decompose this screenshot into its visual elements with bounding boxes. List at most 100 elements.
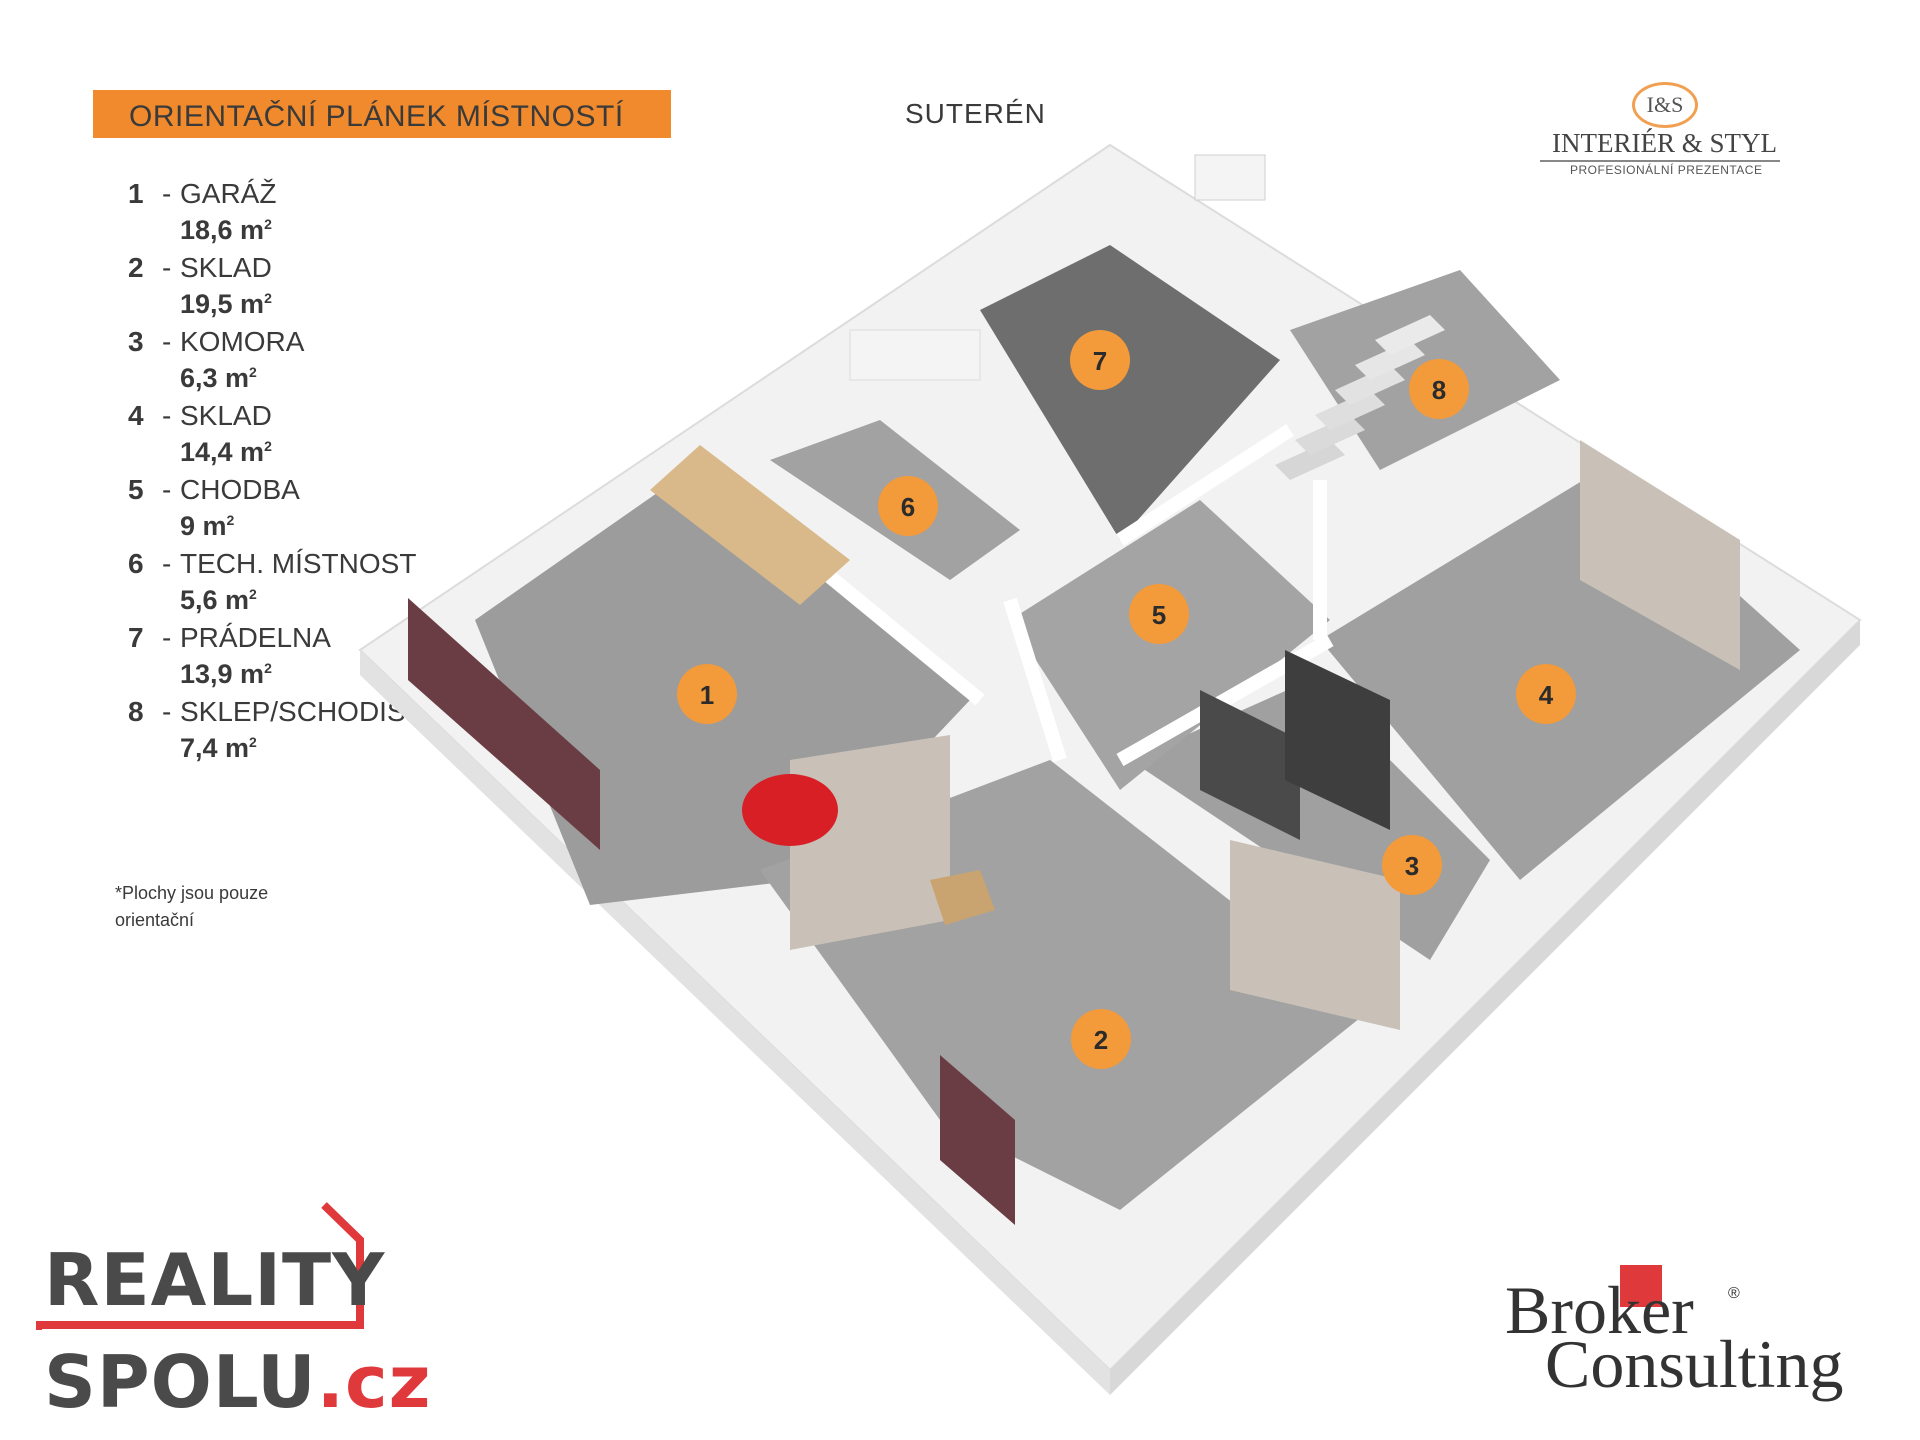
shelf-room-2-left (790, 735, 950, 950)
area-unit-sup: 2 (249, 364, 257, 380)
room-marker-6: 6 (878, 476, 938, 536)
bathtub (849, 329, 981, 381)
legend-number: 1 (128, 178, 144, 209)
interier-styl-logo: I&S INTERIÉR & STYL PROFESIONÁLNÍ PREZEN… (1540, 78, 1790, 178)
wall-front-left (360, 650, 1110, 1395)
spolu-text: SPOLU (44, 1340, 317, 1424)
legend-area-value: 6,3 m (180, 363, 250, 393)
is-title: INTERIÉR & STYL (1552, 128, 1777, 158)
broker-consulting-logo: Broker ® Consulting (1500, 1265, 1900, 1415)
legend-number: 8 (128, 696, 144, 727)
legend-area-value: 19,5 m (180, 289, 265, 319)
legend-room-area: 14,4 m2 (180, 437, 272, 468)
legend-number: 3 (128, 326, 144, 357)
broker-word: Broker (1505, 1272, 1694, 1348)
legend-area-value: 9 m (180, 511, 227, 541)
room-number: 3 (1405, 851, 1419, 881)
legend-room-area: 18,6 m2 (180, 215, 272, 246)
room-number: 6 (901, 492, 915, 522)
legend-dash: - (162, 474, 172, 505)
legend-number: 7 (128, 622, 144, 653)
legend-area-value: 14,4 m (180, 437, 265, 467)
is-monogram: I&S (1632, 82, 1698, 128)
reality-word: REALITY (44, 1238, 386, 1322)
legend-dash: - (162, 548, 172, 579)
garage-door (408, 598, 600, 850)
room-marker-1: 1 (677, 664, 737, 724)
spolu-word: SPOLU.cz (44, 1340, 432, 1424)
legend-dash: - (162, 696, 172, 727)
room-marker-7: 7 (1070, 330, 1130, 390)
legend-room-name: CHODBA (180, 474, 300, 505)
room-2-door (940, 1055, 1015, 1225)
room-number: 1 (700, 680, 714, 710)
legend-room-name: SKLAD (180, 252, 272, 283)
cardboard-boxes (930, 870, 995, 925)
legend-area-value: 5,6 m (180, 585, 250, 615)
legend-room-area: 9 m2 (180, 511, 234, 542)
room-number: 2 (1094, 1025, 1108, 1055)
floor-label: SUTERÉN (905, 98, 1046, 129)
registered-mark: ® (1728, 1285, 1740, 1302)
legend-number: 2 (128, 252, 144, 283)
reality-spolu-logo: REALITY SPOLU.cz (36, 1170, 436, 1424)
cz-tld: .cz (316, 1340, 432, 1424)
consulting-word: Consulting (1545, 1326, 1844, 1402)
room-5-floor (1010, 500, 1330, 790)
area-unit-sup: 2 (226, 512, 235, 528)
legend-room-area: 7,4 m2 (180, 733, 257, 764)
partition-wall (1116, 424, 1294, 546)
room-number: 8 (1432, 375, 1446, 405)
area-unit-sup: 2 (264, 290, 272, 306)
partition-wall (1003, 597, 1067, 763)
metal-rack (1285, 650, 1390, 830)
legend-room-name: GARÁŽ (180, 178, 277, 209)
legend-area-value: 13,9 m (180, 659, 265, 689)
room-marker-3: 3 (1382, 835, 1442, 895)
room-7-floor (980, 245, 1280, 540)
room-number: 7 (1093, 346, 1107, 376)
area-unit-sup: 2 (249, 586, 257, 602)
legend-room-area: 13,9 m2 (180, 659, 272, 690)
house-roof-icon (36, 1202, 364, 1330)
area-unit-sup: 2 (249, 734, 257, 750)
metal-rack (1200, 690, 1300, 840)
legend-room-name: TECH. MÍSTNOST (180, 548, 417, 579)
area-unit-sup: 2 (264, 216, 272, 232)
legend-dash: - (162, 622, 172, 653)
shelf-room-4 (1580, 440, 1740, 670)
legend-room-area: 19,5 m2 (180, 289, 272, 320)
is-divider (1540, 160, 1780, 162)
legend-number: 5 (128, 474, 144, 505)
legend-room-area: 5,6 m2 (180, 585, 257, 616)
legend-dash: - (162, 252, 172, 283)
shelf-room-2-right (1230, 840, 1400, 1030)
room-marker-5: 5 (1129, 584, 1189, 644)
workbench (650, 445, 850, 605)
legend-number: 6 (128, 548, 144, 579)
is-subtitle: PROFESIONÁLNÍ PREZENTACE (1570, 163, 1763, 177)
legend-area-value: 7,4 m (180, 733, 250, 763)
legend-area-value: 18,6 m (180, 215, 265, 245)
room-number: 4 (1539, 680, 1554, 710)
legend-dash: - (162, 400, 172, 431)
wall-front-right (1110, 620, 1860, 1395)
legend-room-name: KOMORA (180, 326, 305, 357)
legend-number: 4 (128, 400, 144, 431)
plan-title: ORIENTAČNÍ PLÁNEK MÍSTNOSTÍ (129, 100, 624, 133)
area-unit-sup: 2 (264, 660, 272, 676)
room-marker-2: 2 (1071, 1009, 1131, 1069)
title-banner: ORIENTAČNÍ PLÁNEK MÍSTNOSTÍ (93, 90, 671, 138)
area-disclaimer: *Plochy jsou pouze orientační (115, 883, 269, 930)
room-marker-4: 4 (1516, 664, 1576, 724)
stairs (1275, 315, 1445, 480)
room-number: 5 (1152, 600, 1166, 630)
broker-red-square (1620, 1265, 1662, 1307)
window (1194, 154, 1266, 201)
area-unit-sup: 2 (264, 438, 272, 454)
motorcycle (742, 774, 838, 846)
legend-room-name: SKLAD (180, 400, 272, 431)
legend-room-area: 6,3 m2 (180, 363, 257, 394)
legend-dash: - (162, 178, 172, 209)
